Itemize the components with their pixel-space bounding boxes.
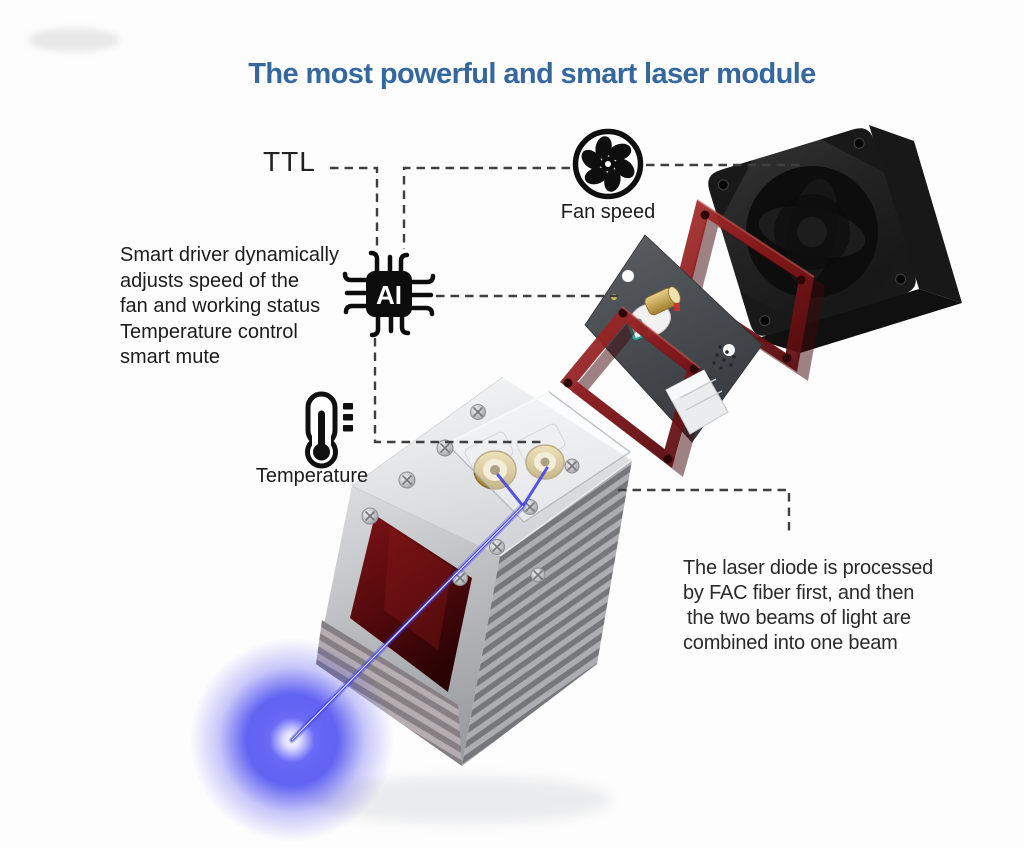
left-note-line: Smart driver dynamically: [120, 244, 339, 266]
left-note: Smart driver dynamically adjusts speed o…: [120, 243, 339, 371]
left-note-line: fan and working status: [120, 295, 321, 317]
ai-chip-label: AI: [376, 280, 402, 310]
ai-chip-icon: AI: [342, 250, 436, 338]
screws: [361, 404, 580, 586]
page-title: The most powerful and smart laser module: [248, 58, 816, 90]
right-note: The laser diode is processed by FAC fibe…: [683, 556, 933, 656]
left-note-line: Temperature control: [120, 320, 298, 343]
left-note-line: adjusts speed of the: [120, 269, 300, 292]
fan-speed-connector-line-left: [402, 166, 570, 249]
right-note-line: the two beams of light are: [687, 607, 911, 629]
red-frame-bottom: [560, 306, 711, 477]
callout-connector-lines: [330, 163, 803, 536]
right-note-line: The laser diode is processed: [683, 557, 934, 579]
diode-note-connector-line: [618, 488, 791, 536]
right-note-line: by FAC fiber first, and then: [683, 582, 915, 604]
laser-beam: [288, 466, 549, 744]
ttl-connector-line: [330, 166, 379, 249]
thermometer-icon: [305, 391, 353, 469]
left-note-line: smart mute: [120, 346, 221, 368]
laser-diode-left: [473, 450, 517, 490]
fan-motor-hub: [644, 286, 681, 316]
fan-icon: [572, 128, 644, 200]
temperature-label: Temperature: [255, 465, 369, 487]
ttl-label: TTL: [263, 146, 316, 177]
cooling-fan-3d: [708, 125, 962, 353]
fan-speed-label: Fan speed: [560, 201, 656, 223]
module-shadow: [312, 776, 612, 824]
ai-to-temperature-connector-line: [373, 338, 545, 444]
right-note-line: combined into one beam: [683, 632, 898, 654]
background-smudge: [28, 28, 120, 52]
laser-diode-right: [525, 444, 565, 480]
wire-connector: [665, 369, 729, 435]
